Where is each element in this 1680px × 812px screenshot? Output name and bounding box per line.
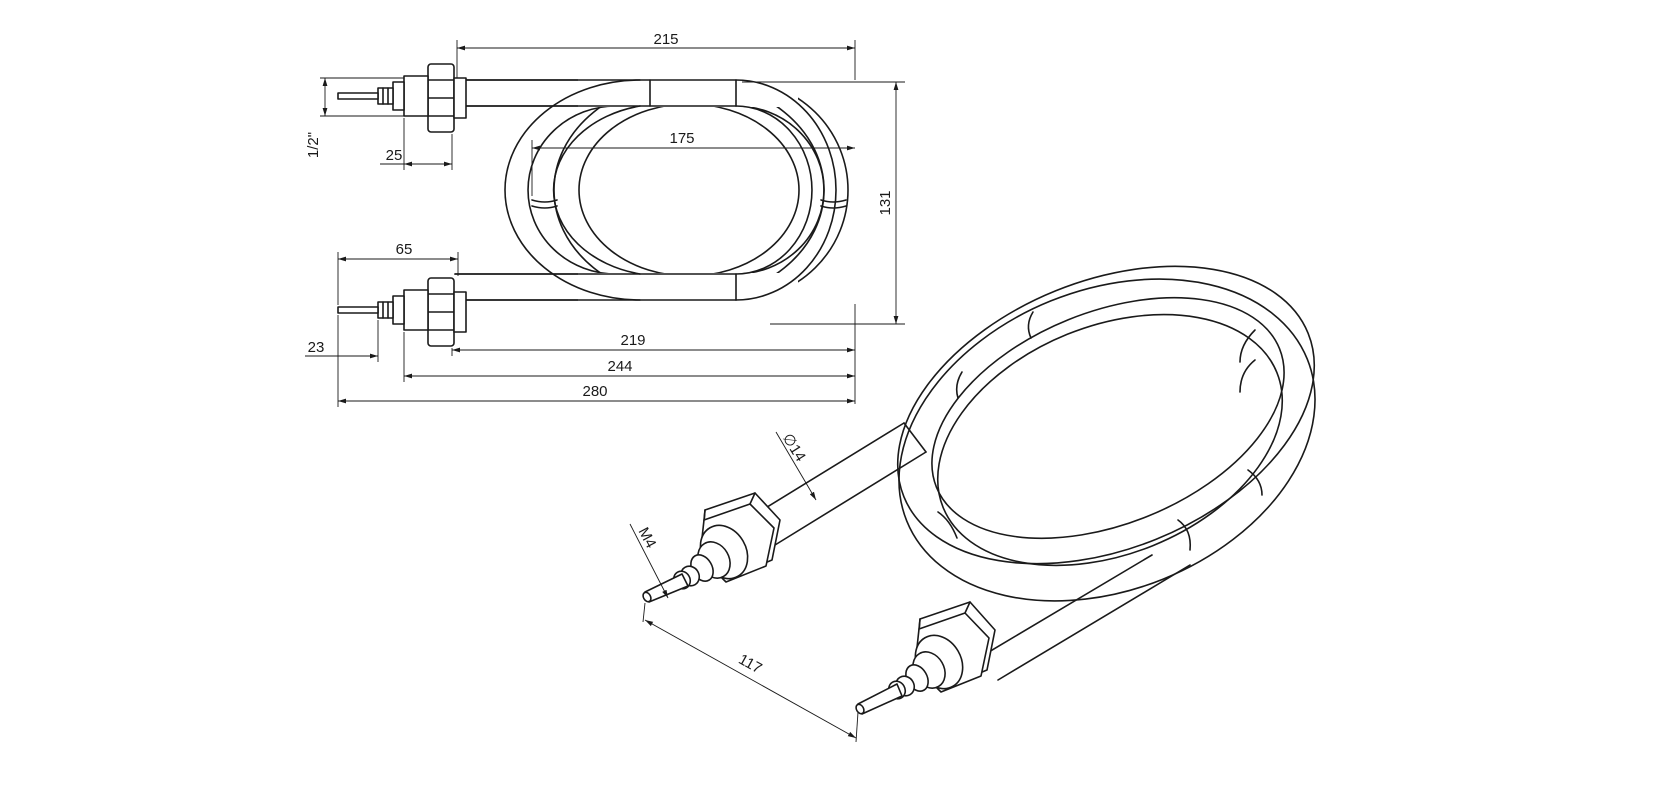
dim-23: 23	[305, 320, 379, 362]
dim-23-label: 23	[308, 339, 325, 356]
dim-175: 175	[531, 130, 855, 196]
dim-117: 117	[642, 602, 859, 743]
dim-244-label: 244	[607, 358, 632, 375]
iso-tube-lower	[971, 554, 1191, 681]
dim-25: 25	[380, 118, 453, 170]
dim-219-label: 219	[620, 332, 645, 349]
dim-half-inch: 1/2"	[305, 77, 404, 158]
iso-tube-upper	[745, 422, 927, 546]
front-view: 215 175 131 1/2" 25	[305, 31, 905, 407]
element-inner-contour	[454, 105, 617, 275]
iso-terminal-right	[855, 601, 996, 715]
dim-half-inch-label: 1/2"	[305, 132, 322, 158]
dim-25-label: 25	[386, 147, 403, 164]
dim-215: 215	[456, 31, 856, 80]
terminal-top	[337, 63, 467, 133]
dim-131: 131	[742, 81, 905, 325]
iso-terminal-left	[642, 492, 781, 603]
element-outer-contour	[454, 79, 849, 301]
isometric-view: ∅14 M4 117	[629, 265, 1316, 743]
dim-244: 244	[403, 332, 855, 382]
element-inner-contour-right	[615, 105, 825, 275]
dim-65-label: 65	[396, 241, 413, 258]
terminal-bottom	[337, 277, 467, 347]
dim-m4-label: M4	[635, 525, 660, 551]
dim-131-label: 131	[877, 190, 894, 215]
dim-diam14-label: ∅14	[779, 430, 809, 464]
dim-219: 219	[451, 304, 856, 404]
dim-m4: M4	[629, 523, 669, 599]
dim-215-label: 215	[653, 31, 678, 48]
dim-175-label: 175	[669, 130, 694, 147]
dim-65: 65	[337, 241, 459, 305]
dim-280: 280	[337, 315, 855, 407]
dim-280-label: 280	[582, 383, 607, 400]
